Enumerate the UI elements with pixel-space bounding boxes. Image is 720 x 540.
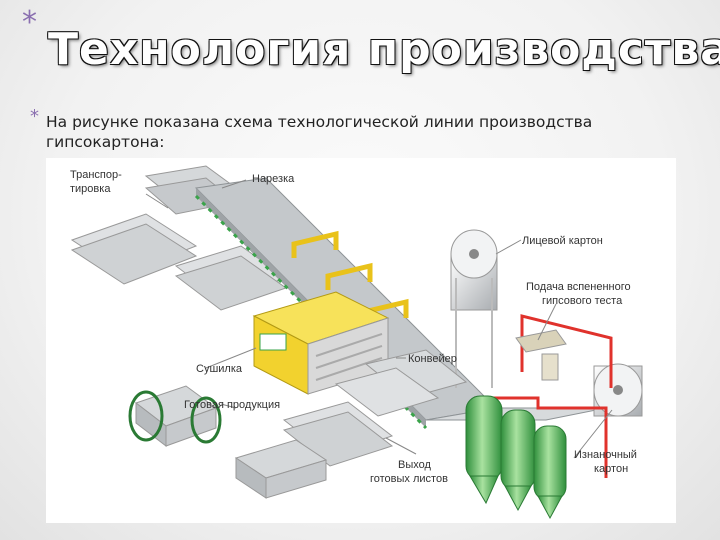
callout-lines (145, 179, 613, 459)
production-line-diagram: Транспор- тировка Нарезка Лицевой картон… (46, 158, 676, 523)
diagram-svg: Транспор- тировка Нарезка Лицевой картон… (70, 165, 643, 520)
label-face-cardboard: Лицевой картон (522, 235, 603, 247)
silos (465, 395, 608, 520)
label-transport-line2: тировка (70, 183, 111, 195)
label-finished-products: Готовая продукция (184, 399, 280, 411)
title-bullet-icon: * (22, 5, 37, 40)
label-cutting: Нарезка (252, 173, 295, 185)
label-back-cardboard-line2: картон (594, 463, 628, 475)
description-line-2: гипсокартона: (46, 133, 165, 151)
finished-sheets (282, 349, 468, 467)
finished-products (128, 385, 328, 499)
page-title: Технология производства. (48, 24, 720, 75)
label-dryer: Сушилка (196, 363, 243, 375)
face-cardboard-roll (450, 229, 498, 388)
label-sheet-exit-line2: готовых листов (370, 473, 448, 485)
label-back-cardboard-line1: Изнаночный (574, 449, 637, 461)
label-sheet-exit-line1: Выход (398, 459, 431, 471)
label-transport-line1: Транспор- (70, 169, 122, 181)
label-conveyor: Конвейер (408, 353, 457, 365)
label-gypsum-feed-line1: Подача вспененного (526, 281, 631, 293)
gypsum-feed-unit (515, 314, 613, 388)
label-gypsum-feed-line2: гипсового теста (542, 295, 623, 307)
description-line-1: На рисунке показана схема технологическо… (46, 113, 593, 131)
text-bullet-icon: * (30, 106, 39, 127)
description-text: На рисунке показана схема технологическо… (46, 112, 666, 152)
